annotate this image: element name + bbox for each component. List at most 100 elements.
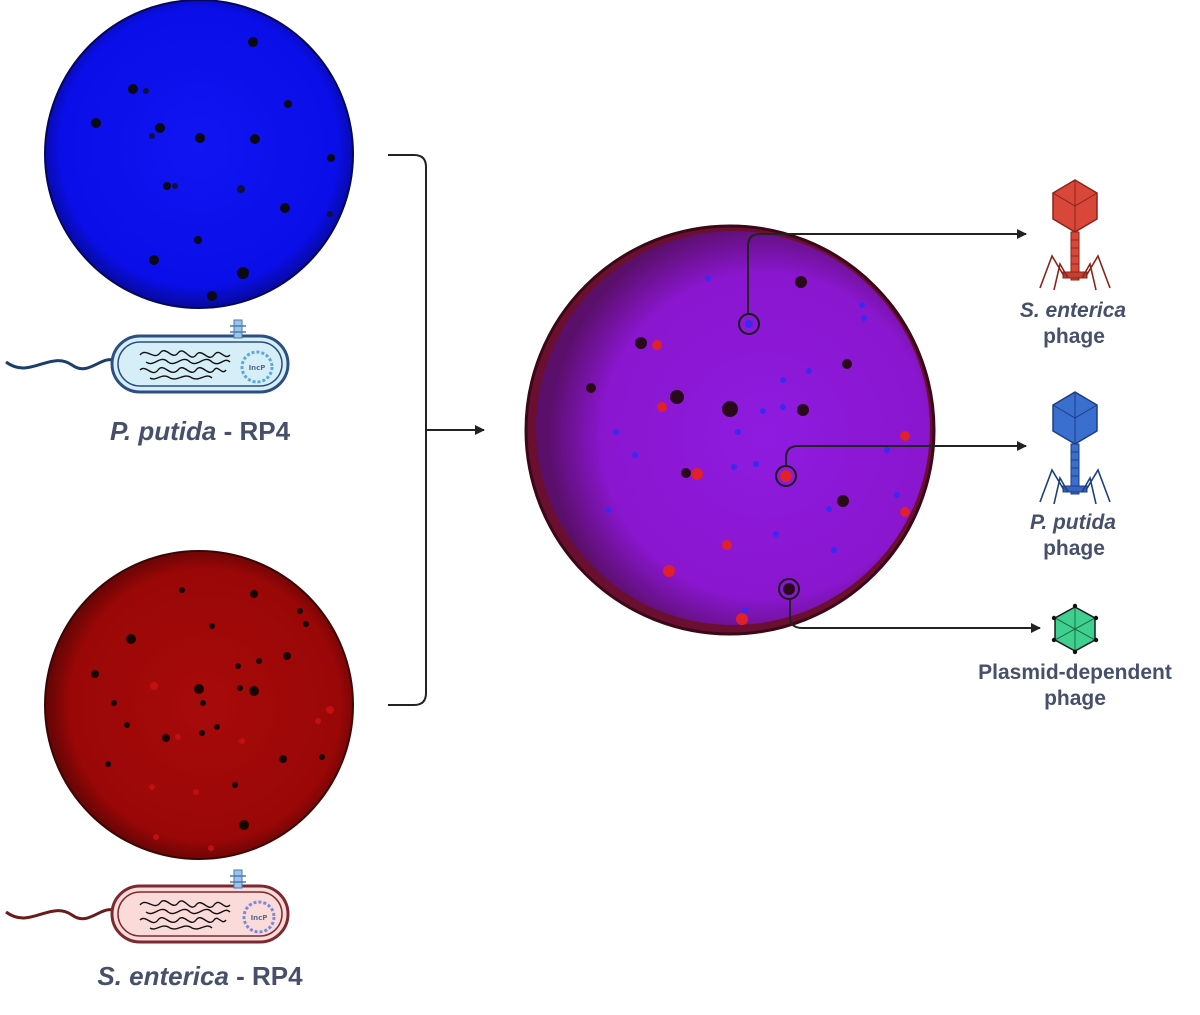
plaque-spot <box>742 607 748 613</box>
mixed-plate <box>524 224 936 636</box>
s-enterica-phage-label-2: phage <box>1043 325 1105 348</box>
plaque-spot <box>635 337 647 349</box>
plaque-spot <box>663 565 675 577</box>
plaque-spot <box>194 684 204 694</box>
plaque-spot <box>735 429 741 435</box>
plaque-spot <box>613 429 619 435</box>
plaque-spot <box>284 100 292 108</box>
plaque-spot <box>797 404 809 416</box>
plaque-spot <box>279 755 287 763</box>
red-tailed-phage-icon <box>1039 179 1111 291</box>
plaque-spot <box>209 623 215 629</box>
plaque-spot <box>194 236 202 244</box>
plaque-spot <box>670 390 684 404</box>
plaque-spot <box>175 734 181 740</box>
plaque-spot <box>256 658 262 664</box>
plaque-spot <box>149 133 155 139</box>
plaque-spot <box>179 587 185 593</box>
plaque-spot <box>237 685 243 691</box>
plaque-spot <box>150 682 158 690</box>
plaque-spot <box>773 531 779 537</box>
connector-plasmid-phage <box>789 599 1041 633</box>
plaque-spot <box>239 820 249 830</box>
plaque-spot <box>586 383 596 393</box>
plaque-spot <box>250 134 260 144</box>
plaque-spot <box>250 590 258 598</box>
plaque-spot <box>842 359 852 369</box>
plaque-spot <box>780 377 786 383</box>
plaque-spot <box>826 506 832 512</box>
connector-s-enterica-phage <box>747 229 1027 314</box>
plaque-spot <box>128 84 138 94</box>
plaque-spot <box>780 470 792 482</box>
merge-bracket <box>388 154 485 706</box>
plaque-spot <box>124 722 130 728</box>
plaque-spot <box>126 634 136 644</box>
plaque-spot <box>235 663 241 669</box>
plaque-spot <box>657 402 667 412</box>
p-putida-plate <box>44 0 354 309</box>
plaque-spot <box>280 203 290 213</box>
plaque-spot <box>731 464 737 470</box>
chromosome-icon <box>139 900 231 930</box>
plaque-spot <box>736 613 748 625</box>
plaque-spot <box>149 255 159 265</box>
mixed-plate-plaques <box>586 275 910 625</box>
plaque-spot <box>705 275 711 281</box>
plaque-spot <box>297 608 303 614</box>
plaque-spot <box>837 495 849 507</box>
plaque-spot <box>319 754 325 760</box>
plaque-spot <box>193 789 199 795</box>
plaque-spot <box>195 133 205 143</box>
plaque-spot <box>681 468 691 478</box>
plaque-spot <box>237 267 249 279</box>
blue-tailed-phage-icon <box>1039 391 1111 505</box>
blue-plate-plaques <box>91 37 335 301</box>
plaque-spot <box>91 670 99 678</box>
plaque-spot <box>143 88 149 94</box>
plaque-spot <box>208 845 214 851</box>
plaque-spot <box>172 183 178 189</box>
s-enterica-rp4-label: S. enterica - RP4 <box>97 961 303 991</box>
plaque-spot <box>207 291 217 301</box>
plaque-spot <box>783 583 795 595</box>
plaque-spot <box>753 461 759 467</box>
pilus-icon <box>230 319 246 339</box>
plaque-spot <box>632 452 638 458</box>
plaque-spot <box>900 431 910 441</box>
plaque-spot <box>200 700 206 706</box>
plaque-spot <box>232 782 238 788</box>
plaque-spot <box>249 686 259 696</box>
plaque-spot <box>859 302 865 308</box>
plaque-spot <box>315 718 321 724</box>
plaque-spot <box>153 834 159 840</box>
red-plate-plaques <box>91 587 334 851</box>
plasmid-dependent-phage-label-2: phage <box>1044 687 1106 710</box>
plaque-spot <box>105 761 111 767</box>
plaque-spot <box>894 492 900 498</box>
plaque-spot <box>327 154 335 162</box>
plaque-spot <box>884 447 890 453</box>
p-putida-phage-label-2: phage <box>1043 537 1105 560</box>
plaque-spot <box>111 700 117 706</box>
plaque-spot <box>861 315 867 321</box>
plaque-spot <box>162 734 170 742</box>
plaque-spot <box>722 401 738 417</box>
plaque-spot <box>780 404 786 410</box>
plaque-spot <box>303 621 309 627</box>
s-enterica-bacterium-icon: IncP <box>5 869 290 944</box>
plaque-spot <box>237 185 245 193</box>
plaque-spot <box>214 724 220 730</box>
svg-text:IncP: IncP <box>249 364 266 372</box>
plaque-spot <box>795 276 807 288</box>
plaque-spot <box>149 784 155 790</box>
plaque-spot <box>722 540 732 550</box>
p-putida-phage-label: P. putida <box>1030 511 1116 534</box>
s-enterica-phage-label: S. enterica <box>1020 299 1127 322</box>
incp-plasmid-icon: IncP <box>240 350 274 384</box>
plaque-spot <box>248 37 258 47</box>
plaque-spot <box>326 706 334 714</box>
p-putida-bacterium-icon: IncP <box>5 319 290 394</box>
plaque-spot <box>831 547 837 553</box>
